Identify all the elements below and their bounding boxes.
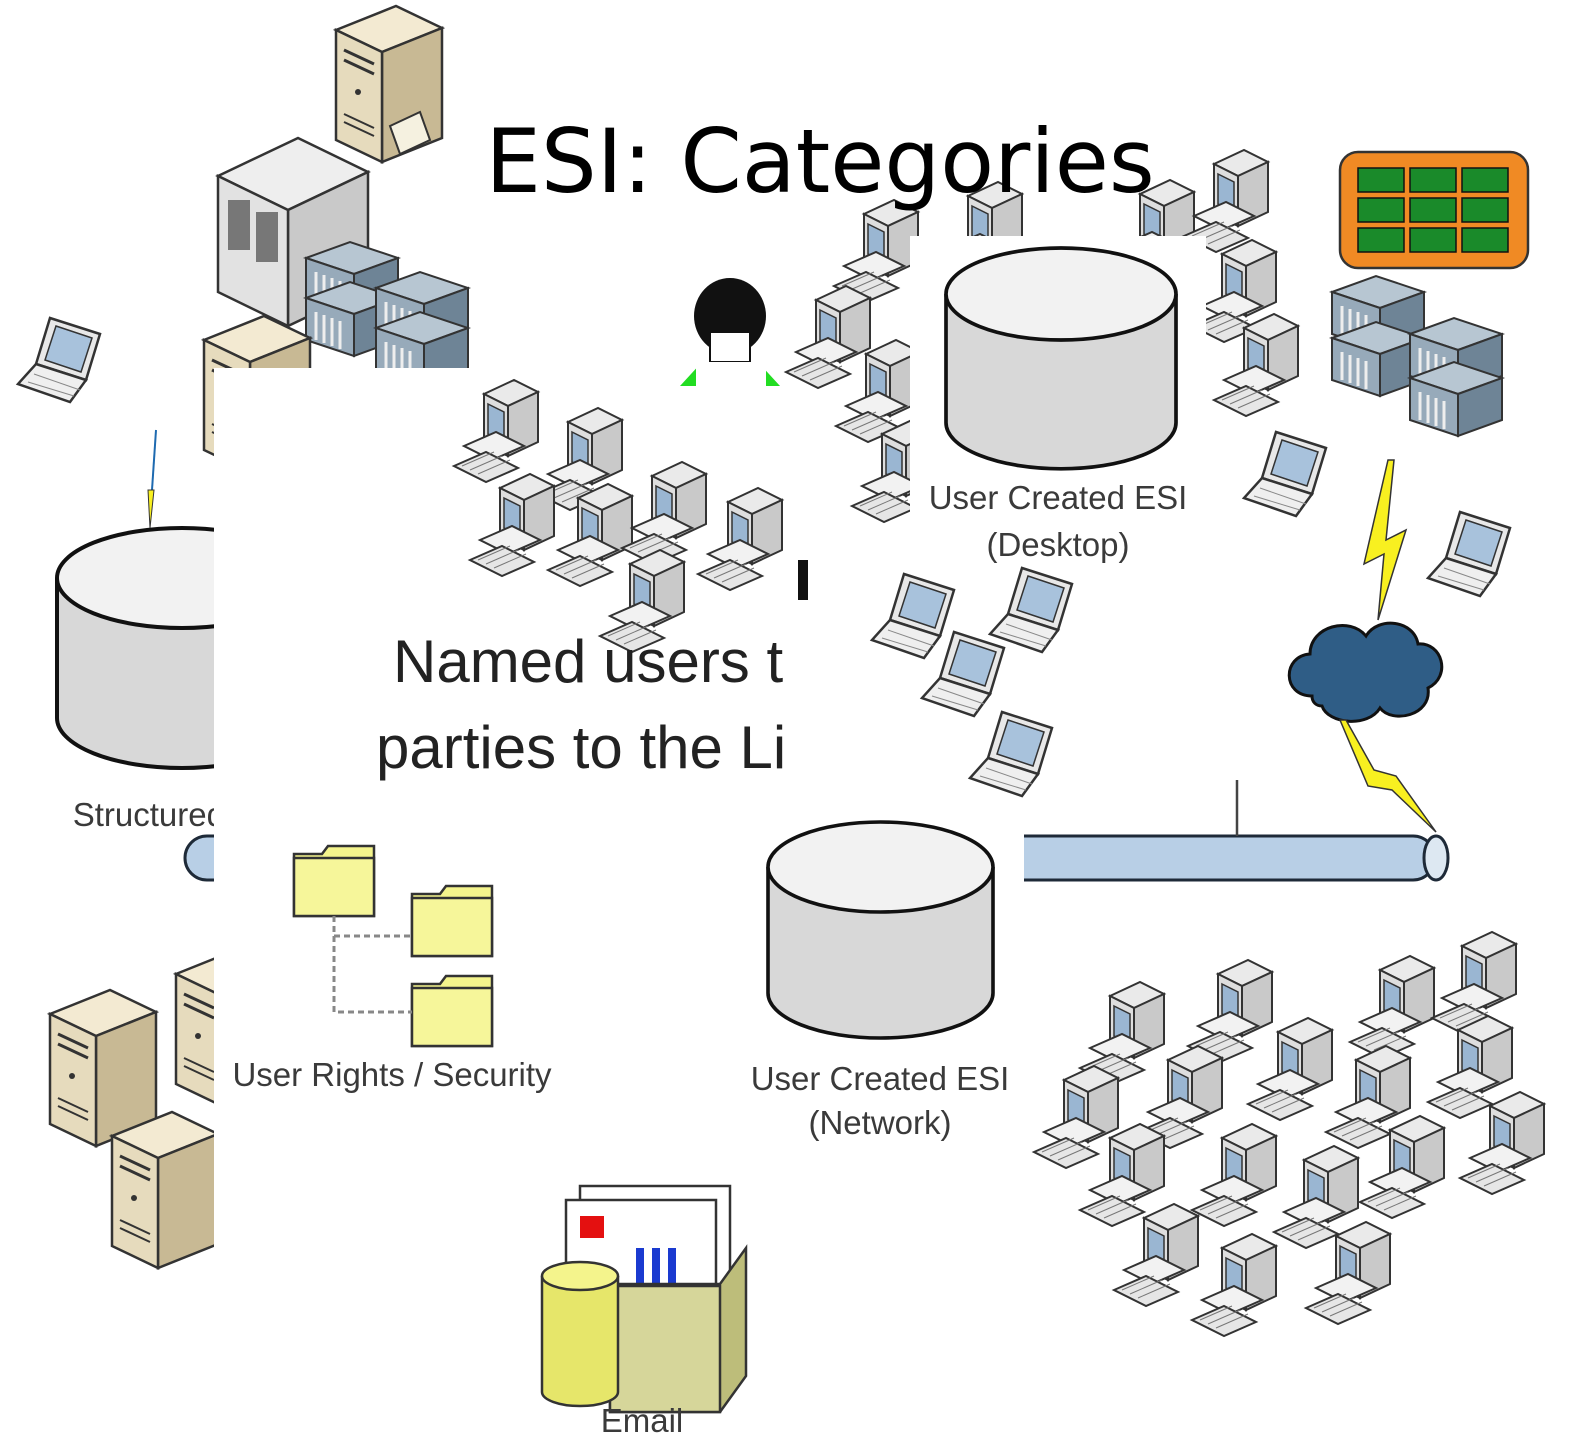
cloud-icon	[1287, 621, 1444, 723]
overlay-text-line1: Named users t	[393, 628, 783, 695]
user-rights-folder-tree	[292, 844, 494, 1048]
user-network-esi-database	[766, 820, 995, 1040]
desktop-pc-icon	[1033, 1065, 1119, 1169]
laptop-icon	[1242, 430, 1328, 518]
folder-icon	[410, 884, 494, 958]
rack-cluster-right	[1330, 274, 1504, 438]
user-desktop-esi-label-line1: User Created ESI	[929, 479, 1188, 516]
user-desktop-esi-label-line2: (Desktop)	[986, 526, 1129, 563]
user-avatar-icon	[680, 278, 780, 392]
email-archive-icon	[540, 1184, 748, 1414]
desktop-pc-icon	[1247, 1017, 1333, 1121]
mail-server-icon	[110, 1110, 220, 1270]
folder-icon	[292, 844, 376, 918]
desktop-pc-icon	[1349, 955, 1435, 1059]
user-desktop-esi-database	[944, 246, 1178, 471]
page-title: ESI: Categories	[485, 110, 1154, 213]
desktop-pc-icon	[1191, 1123, 1277, 1227]
laptop-icon	[16, 316, 102, 404]
user-network-esi-label-line1: User Created ESI	[751, 1060, 1010, 1097]
email-label: Email	[601, 1402, 684, 1439]
laptop-icon	[1426, 510, 1512, 598]
rack-server-icon	[1408, 360, 1504, 438]
user-rights-label: User Rights / Security	[232, 1056, 552, 1093]
server-icon	[48, 988, 158, 1148]
user-network-esi-label-line2: (Network)	[808, 1104, 951, 1141]
folder-icon	[410, 974, 494, 1048]
lightning-bolt-icon	[1338, 719, 1437, 833]
desktop-pc-icon	[1431, 931, 1517, 1035]
computer-cluster-bottom-right	[1033, 931, 1545, 1337]
desktop-pc-icon	[1191, 1233, 1277, 1337]
overlay-text-line2: parties to the Li	[376, 714, 786, 781]
spreadsheet-icon	[1338, 150, 1530, 270]
lightning-bolt-icon	[1362, 459, 1408, 621]
